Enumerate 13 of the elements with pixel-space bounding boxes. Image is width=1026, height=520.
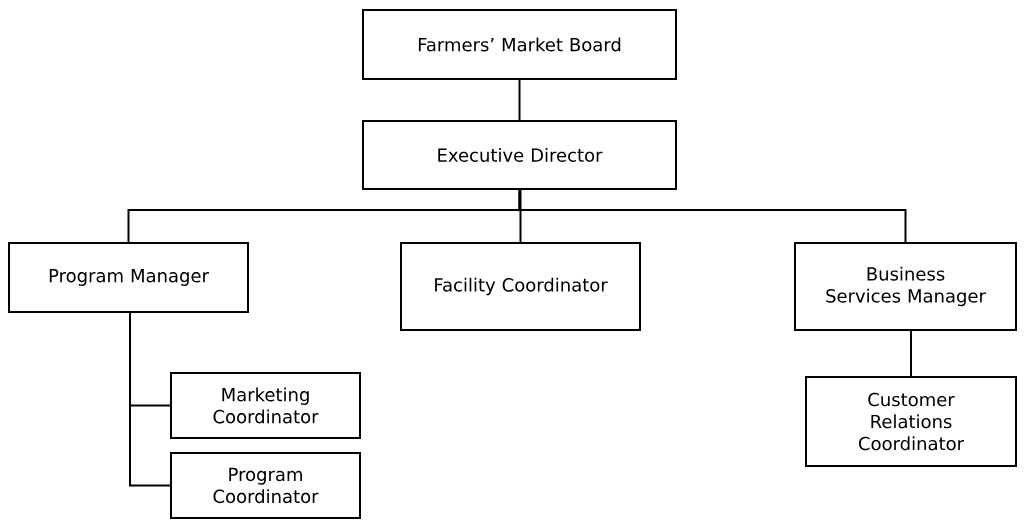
connector-line: [519, 189, 522, 243]
org-box: Program Coordinator: [170, 452, 361, 519]
connector-line: [129, 312, 171, 487]
org-box: Business Services Manager: [794, 242, 1017, 331]
org-box: Customer Relations Coordinator: [805, 376, 1017, 467]
org-box: Facility Coordinator: [400, 242, 641, 331]
org-box: Program Manager: [8, 242, 249, 313]
org-box: Executive Director: [362, 120, 677, 190]
connector-line: [518, 79, 521, 121]
org-box: Marketing Coordinator: [170, 372, 361, 439]
connector-line: [518, 189, 907, 243]
org-box: Farmers’ Market Board: [362, 9, 677, 80]
connector-line: [910, 330, 912, 377]
